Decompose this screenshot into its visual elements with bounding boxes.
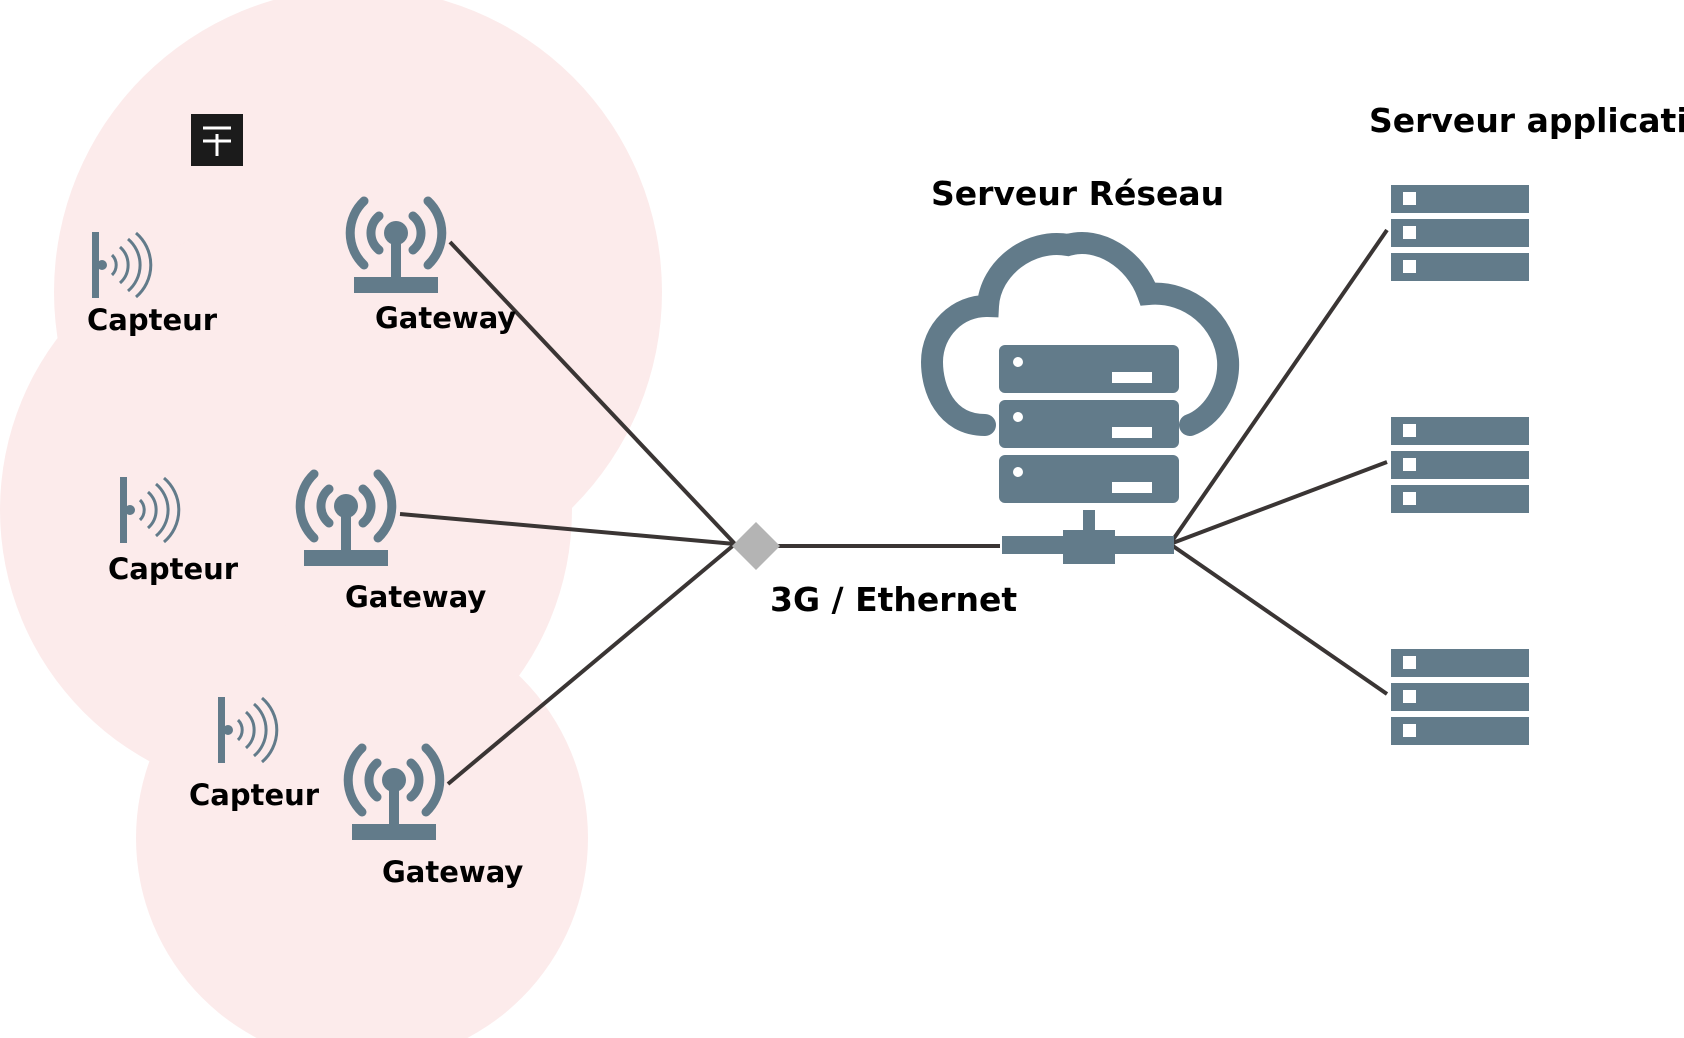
link-gateway-2 bbox=[399, 512, 736, 546]
gateway-label-2: Gateway bbox=[345, 580, 486, 614]
sensor-label-3: Capteur bbox=[189, 778, 320, 812]
network-server-label: Serveur Réseau bbox=[931, 174, 1224, 213]
gateway-label-1: Gateway bbox=[375, 301, 516, 335]
sensor-label-1: Capteur bbox=[87, 303, 218, 337]
gateway-label-3: Gateway bbox=[382, 855, 523, 889]
network-links bbox=[399, 228, 1389, 786]
expand-plus-icon[interactable] bbox=[191, 114, 243, 166]
app-server-label: Serveur applicatif bbox=[1369, 101, 1684, 140]
cloud-server-icon bbox=[920, 232, 1240, 564]
diamond-junction-icon bbox=[732, 522, 780, 570]
server-rack-icon bbox=[1391, 185, 1529, 281]
link-gateway-3 bbox=[446, 542, 737, 786]
link-gateway-1 bbox=[448, 240, 737, 546]
server-rack-icon bbox=[1391, 417, 1529, 513]
link-app-server-1 bbox=[1168, 228, 1389, 546]
link-app-server-2 bbox=[1169, 460, 1388, 546]
server-rack-icon bbox=[1391, 649, 1529, 745]
link-label: 3G / Ethernet bbox=[770, 580, 1017, 619]
sensor-label-2: Capteur bbox=[108, 552, 239, 586]
link-app-server-3 bbox=[1168, 542, 1389, 696]
